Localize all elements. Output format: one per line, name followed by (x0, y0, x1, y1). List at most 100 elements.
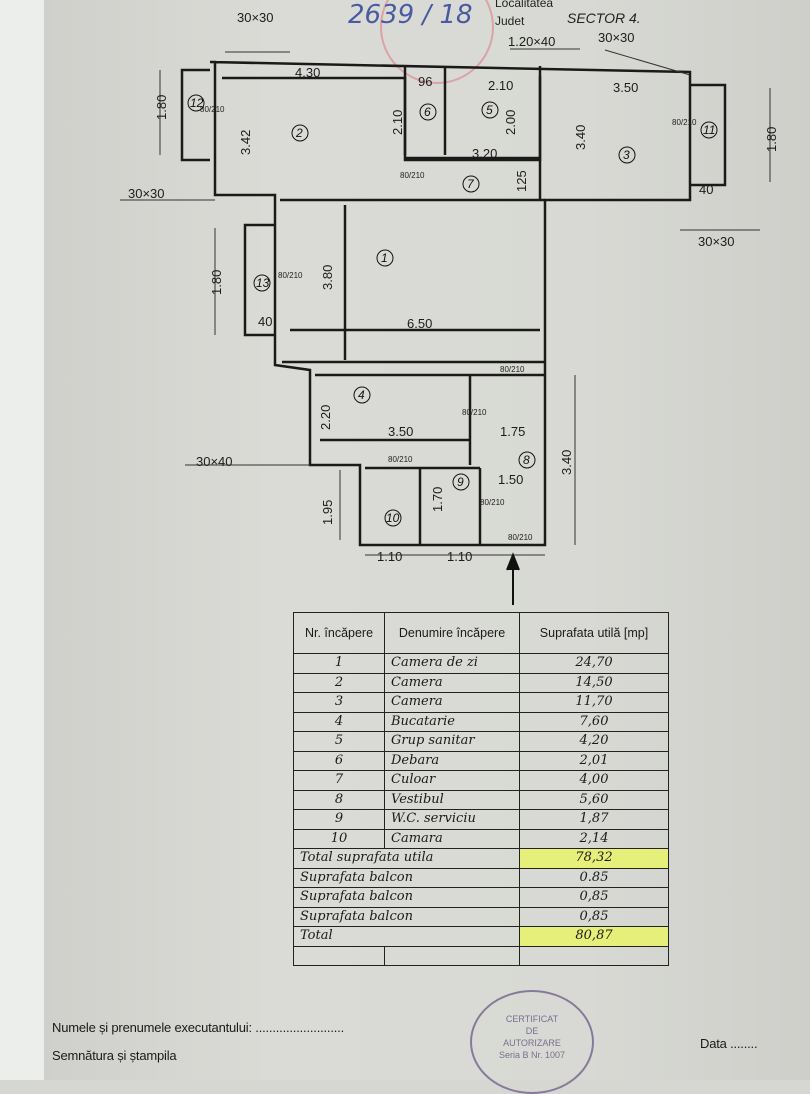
summary-area: 0.85 (519, 867, 669, 888)
summary-label: Total suprafata utila (293, 848, 520, 869)
room-nr: 6 (293, 750, 385, 771)
dim-label: 4.30 (295, 65, 320, 80)
room-number: 3 (623, 148, 630, 162)
summary-label: Total (293, 926, 520, 947)
room-area: 4,00 (519, 770, 669, 791)
col-header-area: Suprafata utilă [mp] (519, 612, 669, 654)
walls (180, 60, 727, 547)
registration-number: 2639 / 18 (348, 0, 473, 30)
dim-label: 2.10 (488, 78, 513, 93)
room-area: 2,01 (519, 750, 669, 771)
room-area: 24,70 (519, 653, 669, 674)
room-number: 4 (358, 388, 365, 402)
dim-label: 3.80 (320, 265, 335, 290)
room-name: Bucatarie (384, 711, 520, 732)
dim-label: 1.10 (447, 549, 472, 564)
dim-label: 30×30 (237, 10, 274, 25)
dim-label: 40 (258, 314, 272, 329)
summary-label: Suprafata balcon (293, 867, 520, 888)
room-nr: 10 (293, 828, 385, 849)
dim-label: 3.40 (559, 450, 574, 475)
authorization-stamp: CERTIFICAT DE AUTORIZARE Seria B Nr. 100… (470, 990, 594, 1094)
room-number: 12 (190, 96, 204, 110)
dim-label: 2.10 (390, 110, 405, 135)
summary-area: 0,85 (519, 906, 669, 927)
page-edge (0, 0, 44, 1080)
judet-value: SECTOR 4. (567, 10, 641, 26)
room-nr: 4 (293, 711, 385, 732)
entrance-arrow (506, 552, 520, 605)
dim-label: 1.80 (764, 127, 779, 152)
room-nr: 9 (293, 809, 385, 830)
door-label: 80/210 (672, 118, 697, 127)
dim-label: 30×30 (698, 234, 735, 249)
room-name: W.C. serviciu (384, 809, 520, 830)
room-markers (187, 94, 718, 527)
door-label: 80/210 (500, 365, 525, 374)
dim-label: 40 (699, 182, 713, 197)
room-name: Debara (384, 750, 520, 771)
judet-label: Judet (495, 14, 525, 28)
dim-label: 30×40 (196, 454, 233, 469)
door-label: 80/210 (400, 171, 425, 180)
room-number: 10 (386, 511, 400, 525)
room-area: 11,70 (519, 692, 669, 713)
dimension-lines (120, 48, 771, 556)
room-nr: 1 (293, 653, 385, 674)
summary-area: 80,87 (519, 926, 669, 947)
room-number: 5 (486, 103, 493, 117)
door-label: 80/210 (200, 105, 225, 114)
room-area: 1,87 (519, 809, 669, 830)
table-row-empty (293, 945, 669, 966)
room-name: Culoar (384, 770, 520, 791)
col-header-nr: Nr. încăpere (293, 612, 385, 654)
room-nr: 2 (293, 672, 385, 693)
dim-label: 2.20 (318, 405, 333, 430)
room-name: Camera de zi (384, 653, 520, 674)
dim-label: 3.50 (613, 80, 638, 95)
room-number: 8 (523, 453, 530, 467)
room-number: 6 (424, 105, 431, 119)
summary-label: Suprafata balcon (293, 906, 520, 927)
room-nr: 7 (293, 770, 385, 791)
room-nr: 3 (293, 692, 385, 713)
door-label: 80/210 (462, 408, 487, 417)
dim-label: 2.00 (503, 110, 518, 135)
dim-label: 1.80 (154, 95, 169, 120)
door-label: 80/210 (278, 271, 303, 280)
room-number: 1 (381, 251, 388, 265)
summary-label: Suprafata balcon (293, 887, 520, 908)
room-area: 7,60 (519, 711, 669, 732)
door-label: 80/210 (508, 533, 533, 542)
room-number: 7 (467, 177, 475, 191)
door-label: 80/210 (480, 498, 505, 507)
room-name: Camara (384, 828, 520, 849)
dim-label: 1.20×40 (508, 34, 555, 49)
dim-label: 3.50 (388, 424, 413, 439)
door-label: 80/210 (388, 455, 413, 464)
room-number: 11 (703, 123, 715, 137)
dim-label: 1.50 (498, 472, 523, 487)
summary-area: 0,85 (519, 887, 669, 908)
summary-area: 78,32 (519, 848, 669, 869)
room-name: Vestibul (384, 789, 520, 810)
dim-label: 1.75 (500, 424, 525, 439)
dim-label: 3.42 (238, 130, 253, 155)
dim-label: 125 (514, 170, 529, 192)
dim-label: 3.20 (472, 146, 497, 161)
room-number: 13 (256, 276, 270, 290)
room-number: 9 (457, 475, 464, 489)
